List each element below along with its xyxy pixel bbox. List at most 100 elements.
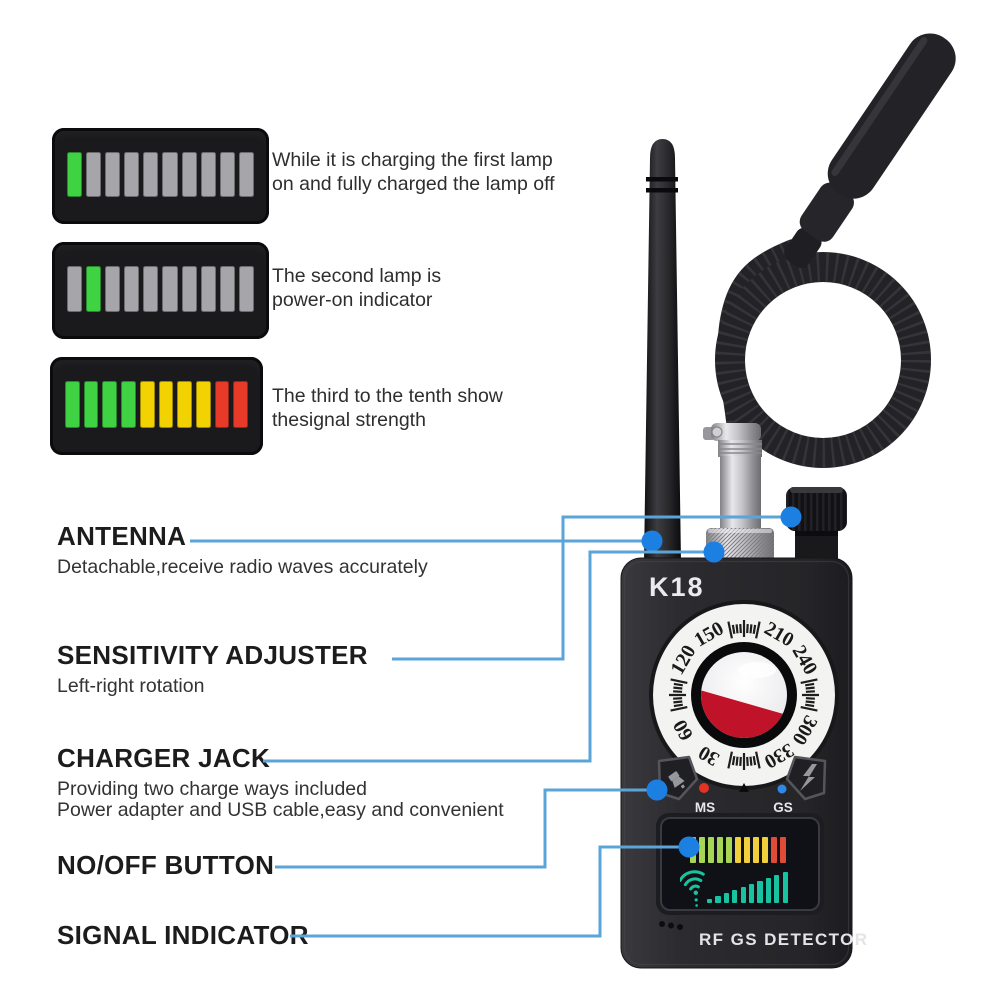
dial-tick (673, 682, 683, 687)
indicator-segment-yellow (177, 381, 192, 428)
indicator-segment-green (86, 266, 102, 312)
flexible-antenna-tip (784, 33, 956, 268)
dial-number: 330 (761, 739, 798, 773)
device-body (620, 557, 853, 969)
level-bar-green (690, 837, 697, 863)
power-button (657, 755, 699, 801)
dial-tick (727, 621, 733, 639)
callout-antenna: ANTENNA Detachable,receive radio waves a… (57, 521, 428, 578)
dial-tick (752, 756, 757, 766)
rising-bar (740, 887, 746, 903)
flashlight-icon (668, 771, 685, 789)
dial-tick (731, 624, 736, 634)
dial-number: 300 (788, 712, 822, 749)
dial-tick (800, 706, 818, 712)
indicator-segment-gray (124, 152, 140, 197)
indicator-segment-gray (200, 152, 216, 197)
dial-tick (800, 678, 818, 684)
dial-tick (727, 751, 733, 769)
indicator-segment-red (233, 381, 249, 428)
callout-title: ANTENNA (57, 521, 187, 551)
dial-tick (805, 686, 815, 690)
indicator-segment-gray (105, 266, 121, 312)
rising-bar (715, 896, 721, 903)
indicator-segment-gray (162, 152, 178, 197)
sensitivity-knob (786, 487, 847, 563)
dial-ticks (669, 620, 819, 770)
rising-bar (707, 899, 713, 903)
signal-strength-indicator-graphic (50, 357, 263, 455)
callout-signal-indicator: SIGNAL INDICATOR (57, 920, 309, 951)
indicator-segment-green (121, 381, 136, 428)
dial-tick (735, 624, 739, 634)
dial-tick (673, 697, 683, 700)
level-bar-yellow (743, 837, 751, 863)
level-bar-red (770, 837, 778, 863)
indicator-segment-yellow (139, 381, 155, 428)
dial-tick (739, 756, 742, 766)
callout-title: SENSITIVITY ADJUSTER (57, 640, 368, 670)
callout-title: NO/OFF BUTTON (57, 850, 275, 880)
rising-bar (774, 875, 780, 903)
indicator-segment-gray (67, 266, 83, 312)
dial-number: 30 (695, 741, 723, 770)
rising-bar (748, 884, 755, 903)
level-bar-green (707, 837, 715, 863)
dial-number: 150 (691, 617, 728, 651)
rising-bar (765, 878, 772, 903)
indicator-segment-gray (86, 152, 102, 197)
dial-number: 120 (666, 642, 700, 679)
rising-bar (782, 872, 788, 903)
level-bar-green (725, 837, 733, 863)
level-bar-yellow (752, 837, 760, 863)
dial-tick (749, 756, 753, 766)
callout-dot-sensitivity (780, 506, 802, 528)
dial-tick (731, 756, 736, 766)
ms-led (699, 783, 709, 793)
dial-tick (805, 690, 815, 693)
callout-dot-antenna (641, 530, 663, 552)
speaker-holes (659, 921, 683, 930)
gs-led (777, 784, 787, 794)
indicator-segment-red (214, 381, 230, 428)
rising-bar (757, 881, 763, 903)
flexible-antenna-cable (715, 239, 931, 468)
ms-label: MS (695, 800, 715, 815)
power-indicator-caption: The second lamp is power-on indicator (272, 265, 442, 311)
dial-tick (746, 756, 749, 766)
indicator-segment-green (102, 381, 118, 428)
callout-no-off-button: NO/OFF BUTTON (57, 850, 274, 881)
dial-tick (673, 686, 683, 690)
indicator-segment-gray (181, 266, 197, 312)
indicator-segment-gray (219, 152, 235, 197)
callout-desc: Providing two charge ways included Power… (57, 778, 504, 821)
callout-line-signal (290, 845, 684, 938)
dial-tick (805, 700, 815, 704)
lens-glass (701, 652, 787, 738)
indicator-segment-gray (219, 266, 235, 312)
dial-tick (755, 621, 761, 639)
dial-tick (739, 624, 742, 634)
level-bar-yellow (761, 837, 769, 863)
callout-title: CHARGER JACK (57, 743, 271, 773)
indicator-segment-yellow (158, 381, 174, 428)
indicator-segment-gray (181, 152, 197, 197)
dial-number: 240 (788, 642, 822, 679)
indicator-segment-green (65, 381, 80, 428)
dial-tick (805, 703, 815, 708)
dial-tick (670, 678, 688, 684)
callout-desc: Left-right rotation (57, 675, 205, 697)
indicator-segment-green (83, 381, 99, 428)
level-bar-red (779, 837, 787, 863)
charging-indicator-graphic (52, 128, 269, 224)
callout-charger-jack: CHARGER JACK Providing two charge ways i… (57, 743, 504, 820)
charger-jack-connector (703, 423, 774, 561)
lens-red-filter (701, 688, 787, 738)
level-bar-green (716, 837, 724, 863)
indicator-segment-gray (200, 266, 216, 312)
display-rising-bars (707, 872, 788, 903)
dial-tick (805, 697, 815, 700)
level-bar-green (698, 837, 706, 863)
indicator-segment-gray (143, 266, 159, 312)
dial-tick (749, 624, 753, 634)
